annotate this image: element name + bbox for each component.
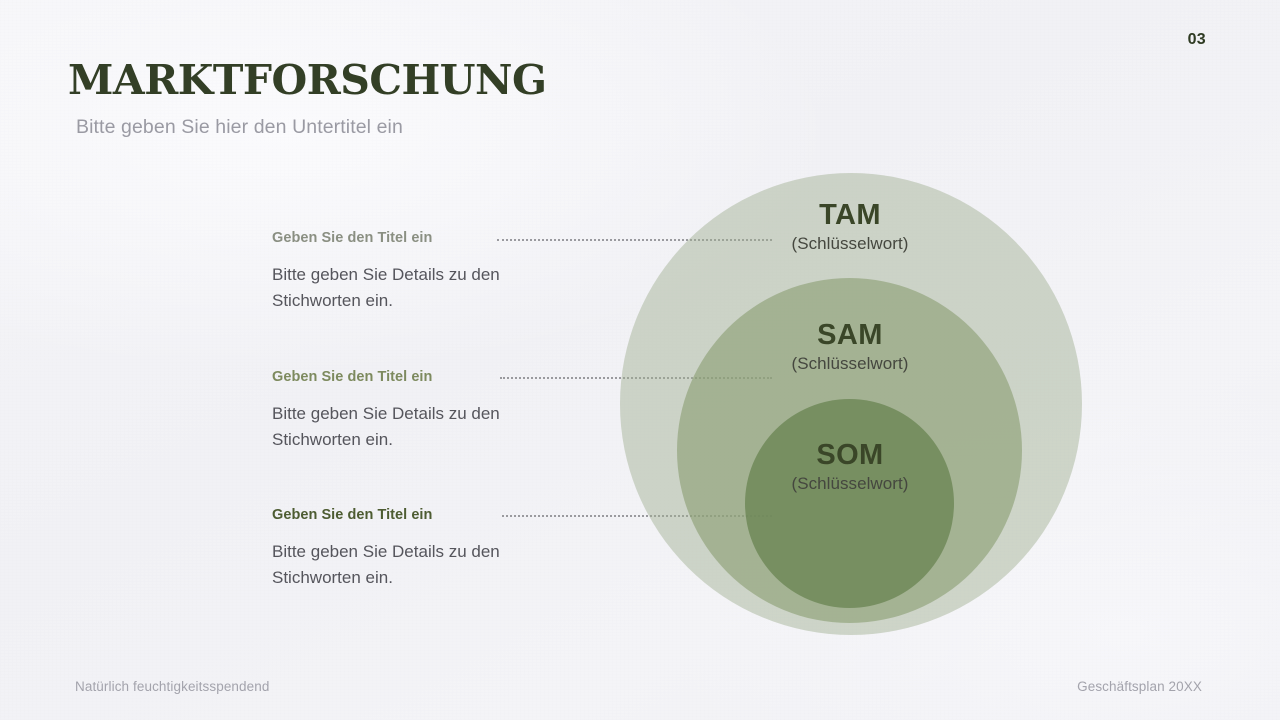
circle-label-main: SOM — [816, 439, 884, 471]
circle-som — [745, 399, 954, 608]
circle-label-sub: (Schlüsselwort) — [791, 474, 909, 494]
connector-line-som — [502, 515, 772, 517]
text-block-body: Bitte geben Sie Details zu den Stichwort… — [272, 265, 500, 311]
circle-label-main: SAM — [817, 319, 883, 351]
page-subtitle: Bitte geben Sie hier den Untertitel ein — [76, 116, 403, 138]
footer-right-text: Geschäftsplan 20XX — [1077, 679, 1202, 694]
circle-label-sub: (Schlüsselwort) — [791, 234, 909, 254]
text-block-title: Geben Sie den Titel ein — [272, 507, 433, 523]
text-block-body: Bitte geben Sie Details zu den Stichwort… — [272, 542, 500, 588]
circle-label-som: SOM (Schlüsselwort) — [690, 440, 1010, 494]
connector-line-sam — [500, 377, 772, 379]
footer-left-text: Natürlich feuchtigkeitsspendend — [75, 679, 270, 694]
connector-line-tam — [497, 239, 772, 241]
text-block-sam: Geben Sie den Titel ein Bitte geben Sie … — [272, 369, 507, 454]
page-title: Marktforschung — [68, 39, 547, 108]
text-block-title: Geben Sie den Titel ein — [272, 230, 433, 246]
text-block-som: Geben Sie den Titel ein Bitte geben Sie … — [272, 507, 507, 592]
text-block-tam: Geben Sie den Titel ein Bitte geben Sie … — [272, 230, 507, 315]
circle-label-sub: (Schlüsselwort) — [791, 354, 909, 374]
circle-label-main: TAM — [819, 199, 881, 231]
page-number: 03 — [1187, 31, 1206, 48]
circle-label-tam: TAM (Schlüsselwort) — [690, 200, 1010, 254]
text-block-body: Bitte geben Sie Details zu den Stichwort… — [272, 404, 500, 450]
text-block-title: Geben Sie den Titel ein — [272, 369, 433, 385]
circle-label-sam: SAM (Schlüsselwort) — [690, 320, 1010, 374]
